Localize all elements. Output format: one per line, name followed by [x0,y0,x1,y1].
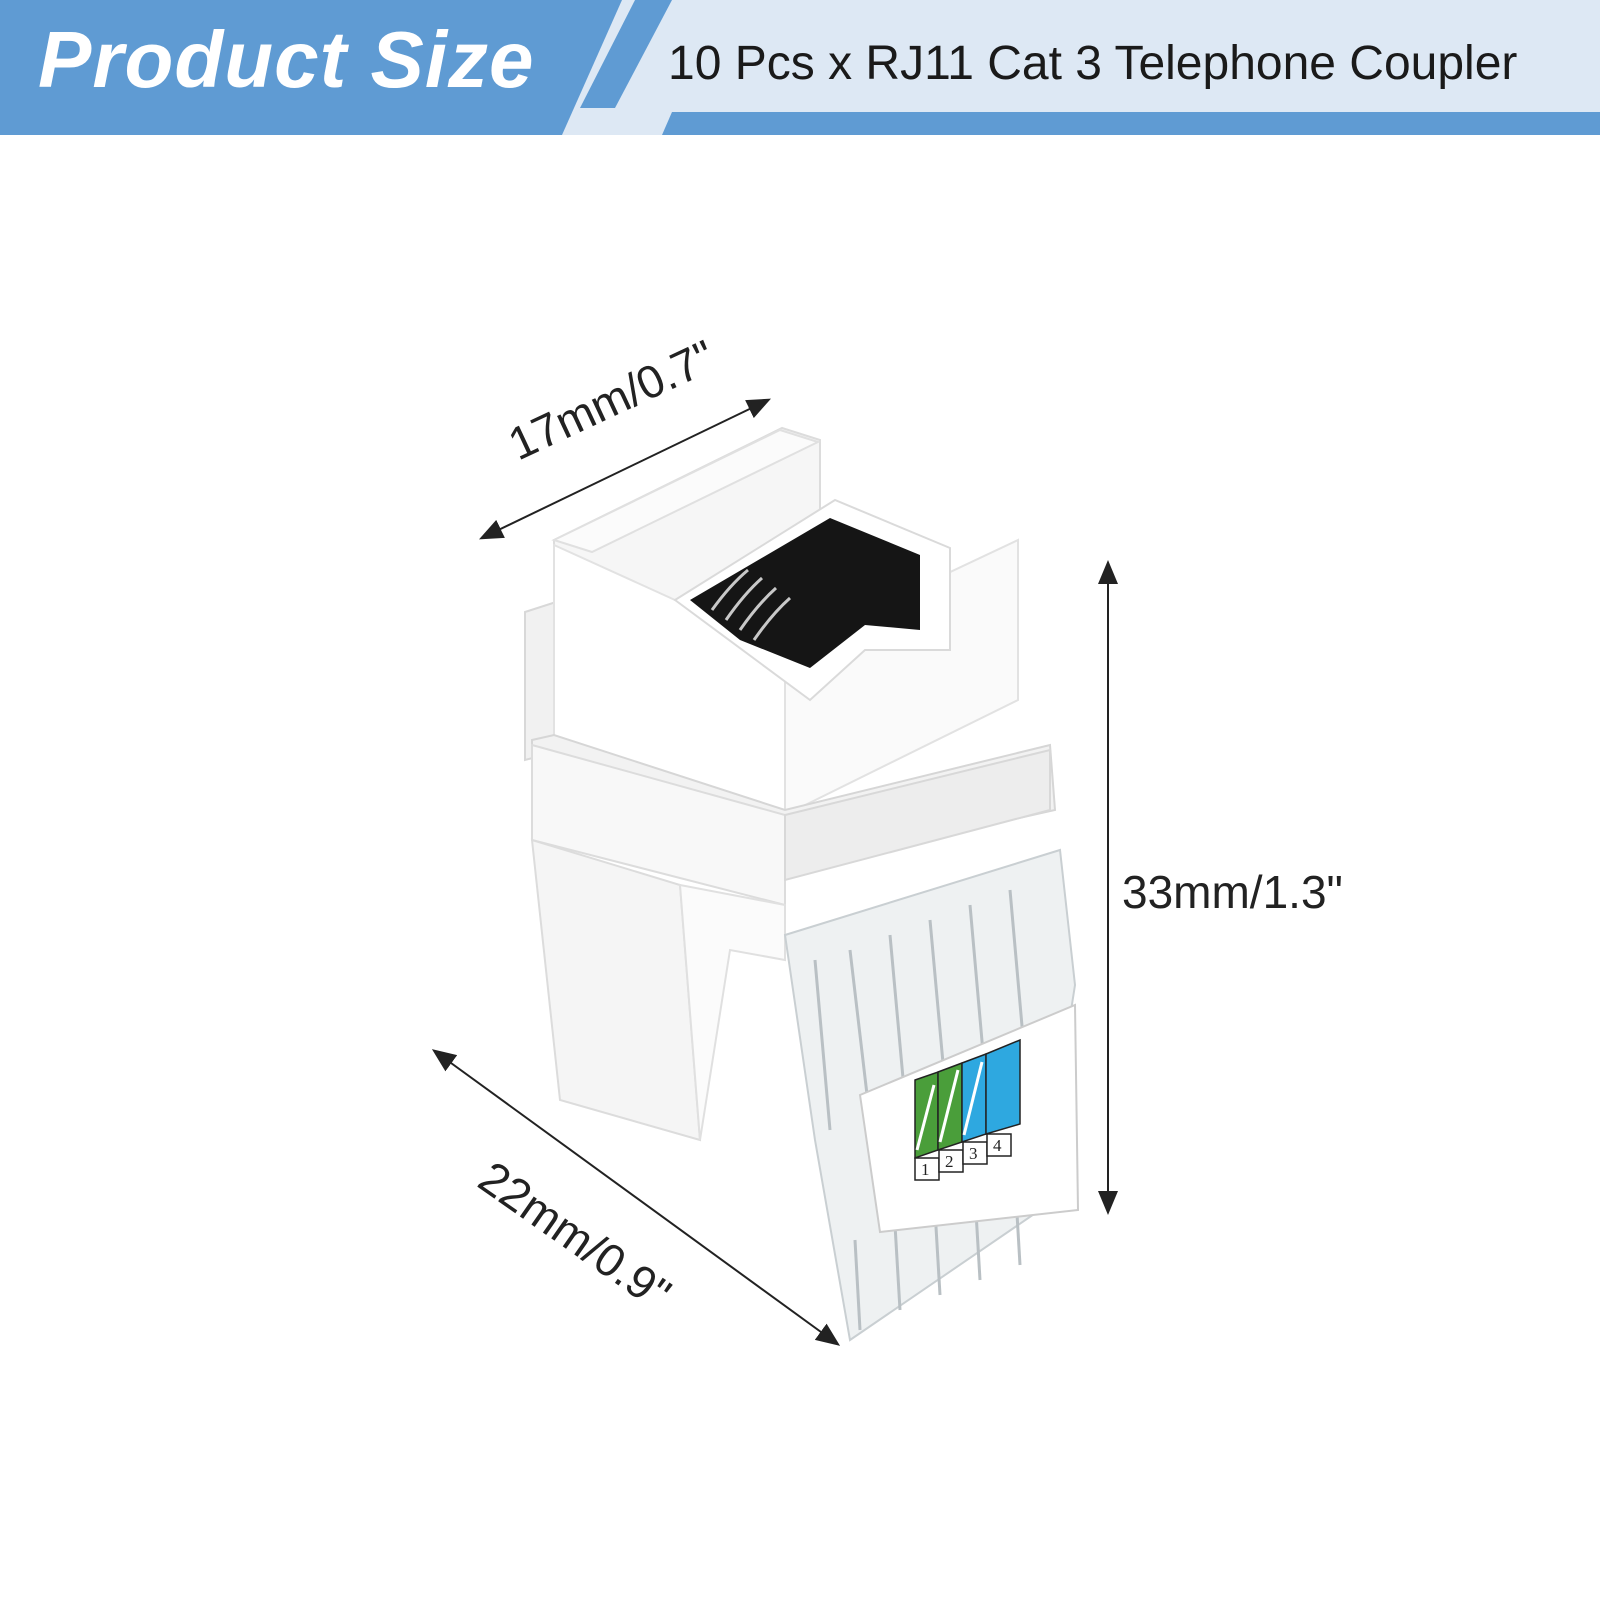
banner-title: Product Size [38,15,535,104]
rj11-port-opening [690,518,920,668]
banner-subtitle: 10 Pcs x RJ11 Cat 3 Telephone Coupler [668,37,1518,90]
wire-position-1: 1 [921,1160,930,1179]
port-contacts [710,568,791,641]
wire-position-3: 3 [969,1144,978,1163]
width-dimension-line [478,398,772,540]
banner-background [0,0,1600,135]
header-banner: Product Size 10 Pcs x RJ11 Cat 3 Telepho… [0,0,1600,135]
height-dimension-label: 33mm/1.3" [1122,866,1343,918]
wire-position-2: 2 [945,1152,954,1171]
depth-dimension-line [431,1049,841,1346]
wire-position-4: 4 [993,1136,1002,1155]
wiring-color-code: 1 2 3 4 [914,1038,1021,1181]
